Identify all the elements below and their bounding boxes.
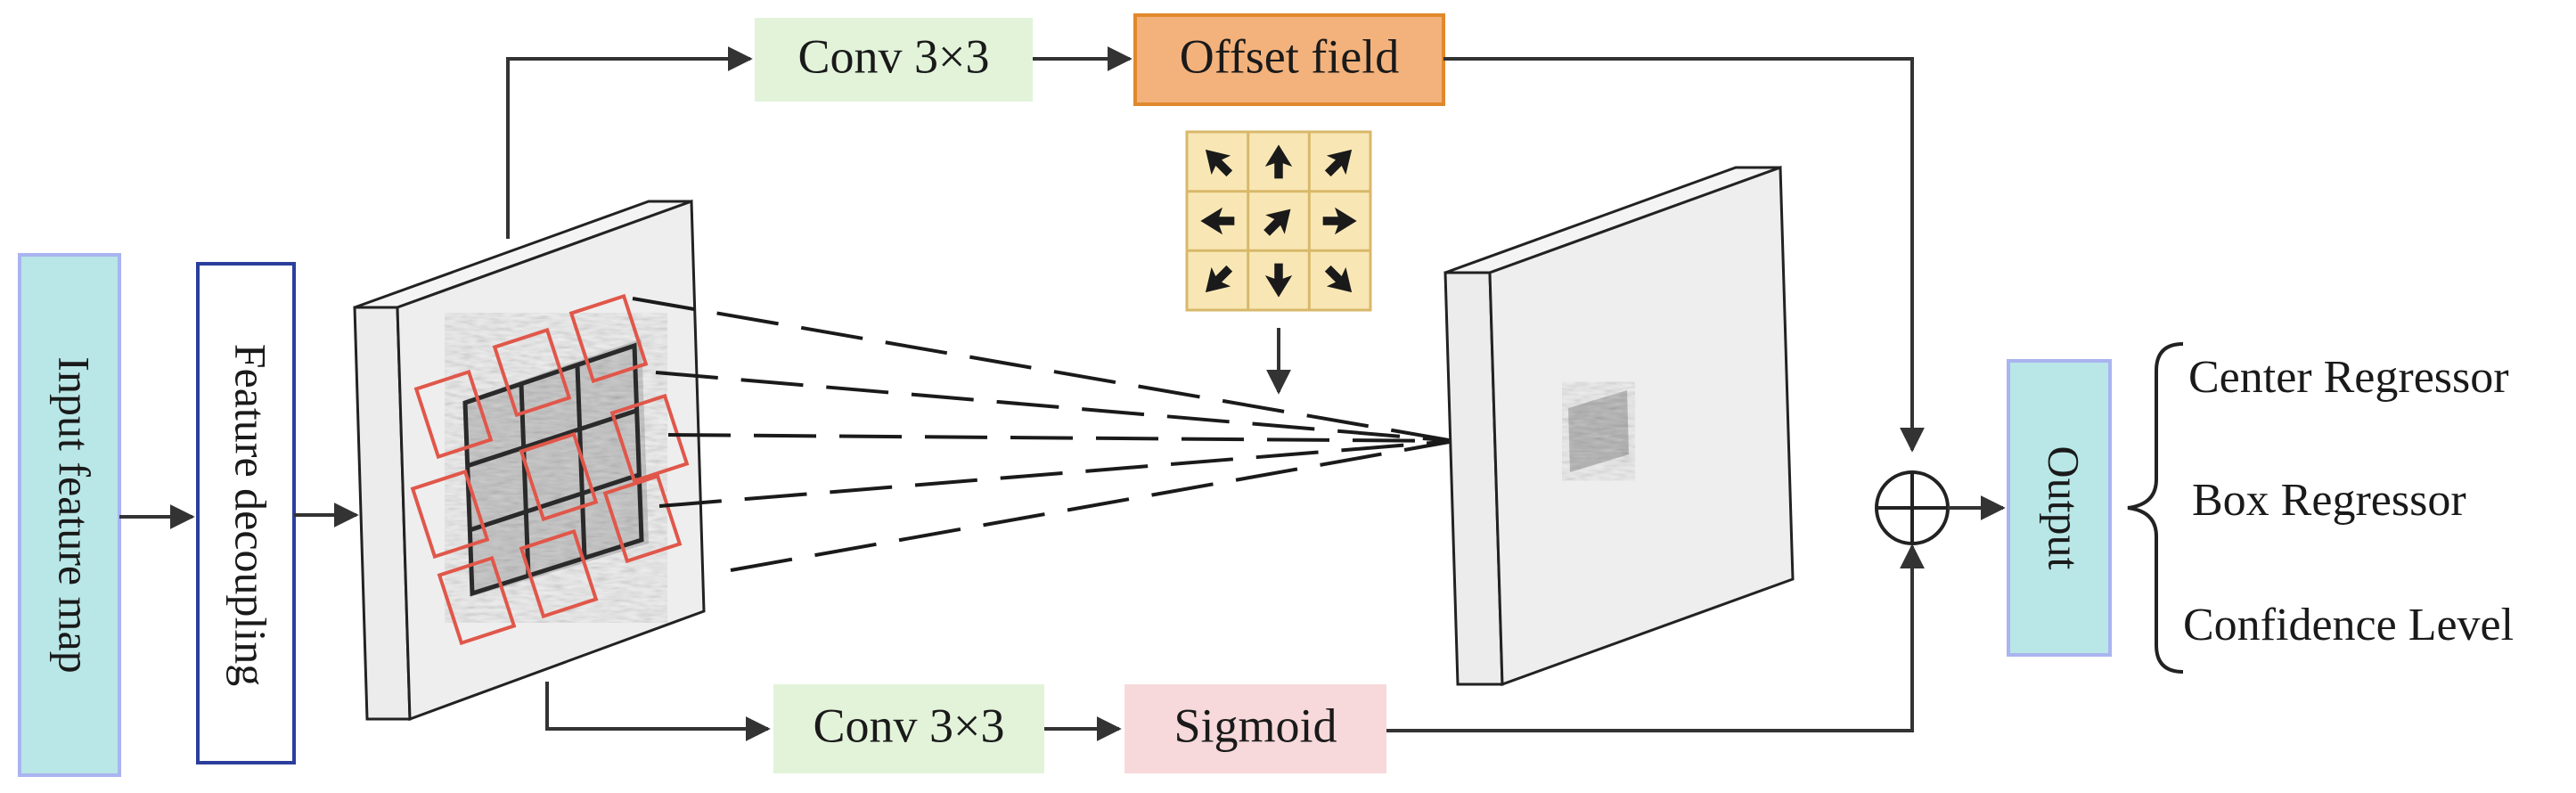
offset-arrow-icon [1264,263,1293,298]
offset-field-block: Offset field [1133,13,1445,106]
sampling-boxes [410,293,690,646]
decoupling-rect [196,262,296,764]
offset-arrow-icon [1324,265,1353,293]
feature-texture [463,339,649,597]
offset-grid [1185,130,1372,312]
offset-arrow-icon [1263,208,1291,236]
conv-top-block: Conv 3×3 [755,18,1033,102]
arrow-icon [1386,544,1925,732]
sum-icon [1875,470,1950,545]
brace-icon [2127,342,2184,674]
input-feature-map-icon [353,199,706,722]
output-item-center-regressor: Center Regressor [2188,352,2509,403]
input-feature-map-label: Input feature map [50,356,100,673]
feature-decoupling-block: Feature decoupling [196,262,296,764]
conv-bottom-rect [773,684,1044,773]
output-feature-map-icon [1443,165,1795,687]
conv-bottom-block: Conv 3×3 [773,684,1044,773]
sigmoid-label: Sigmoid [1174,699,1337,752]
conv-bottom-label: Conv 3×3 [814,699,1005,752]
offset-arrow-icon [1200,207,1235,235]
offset-arrow-icon [1264,144,1293,179]
projection-lines [632,297,1455,572]
conv-top-rect [755,18,1033,102]
output-rect [2007,359,2112,657]
output-list: Center Regressor Box Regressor Confidenc… [2183,352,2514,650]
arrow-icon [1443,57,1925,453]
conv-top-label: Conv 3×3 [798,29,990,83]
offset-arrow-icon [1322,207,1357,235]
output-block: Output [2007,359,2112,657]
output-label: Output [2040,446,2089,570]
input-block-rect [18,253,121,777]
output-item-confidence-level: Confidence Level [2183,600,2514,650]
feature-decoupling-label: Feature decoupling [226,344,276,687]
input-feature-map-block: Input feature map [18,253,121,777]
kernel-grid [462,342,644,597]
output-item-box-regressor: Box Regressor [2192,475,2466,526]
offset-field-label: Offset field [1180,29,1399,83]
arrow-icon [545,682,771,741]
sigmoid-rect [1124,684,1386,773]
offset-arrow-icon [1205,149,1233,177]
offset-arrow-icon [1205,265,1233,293]
offset-arrow-icon [1324,149,1353,177]
sigmoid-block: Sigmoid [1124,684,1386,773]
arrow-icon [506,46,753,239]
